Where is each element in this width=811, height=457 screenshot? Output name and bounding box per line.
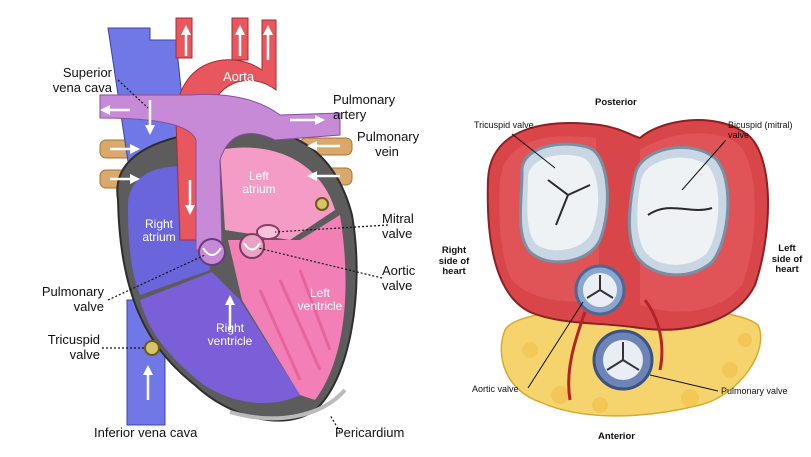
label-anterior: Anterior <box>598 431 635 442</box>
label-tricuspid-valve: Tricuspid valve <box>47 332 100 362</box>
label-pulmonary-valve: Pulmonary valve <box>41 284 104 314</box>
right-ventricle <box>140 272 300 404</box>
label-pulmonary-vein: Pulmonary vein <box>357 129 420 159</box>
left-ventricle <box>228 215 346 400</box>
pulmonary-artery <box>99 93 341 251</box>
label-aortic-valve: Aortic valve <box>382 263 416 293</box>
label-left-ventricle: Left ventricle <box>297 286 343 314</box>
label-pulmonary-valve-bottom: Pulmonary valve <box>721 386 788 396</box>
label-superior-vena-cava: Superior vena cava <box>52 65 112 95</box>
label-tricuspid-valve-top: Tricuspid valve <box>474 120 534 130</box>
pulmonary-valve-shape <box>198 238 226 266</box>
left-atrium <box>220 147 335 240</box>
label-left-side-of-heart: Left side of heart <box>771 243 803 276</box>
pericardium-outline <box>229 388 347 421</box>
label-aortic-valve-bottom: Aortic valve <box>472 384 519 394</box>
frontal-heart-diagram <box>99 17 389 433</box>
label-right-ventricle: Right ventricle <box>207 321 253 349</box>
tricuspid-valve-shape <box>144 340 160 356</box>
label-right-atrium: Right atrium <box>142 217 176 245</box>
label-inferior-vena-cava: Inferior vena cava <box>94 425 198 440</box>
aortic-valve-shape <box>574 264 626 316</box>
label-right-side-of-heart: Right side of heart <box>438 245 470 278</box>
label-left-atrium: Left atrium <box>242 169 276 197</box>
bicuspid-valve-shape <box>627 145 730 277</box>
label-aorta: Aorta <box>223 69 255 84</box>
label-pericardium: Pericardium <box>335 425 405 440</box>
aortic-valve-shape <box>239 233 265 259</box>
label-mitral-valve: Mitral valve <box>382 211 414 241</box>
valve-plane-diagram <box>486 119 770 417</box>
pulmonary-valve-shape <box>592 329 654 391</box>
blood-flow-arrows <box>100 25 340 400</box>
label-bicuspid-valve: Bicuspid (mitral) valve <box>728 120 793 141</box>
tricuspid-valve-shape <box>518 142 609 264</box>
label-posterior: Posterior <box>595 97 637 108</box>
label-pulmonary-artery: Pulmonary artery <box>333 92 396 122</box>
